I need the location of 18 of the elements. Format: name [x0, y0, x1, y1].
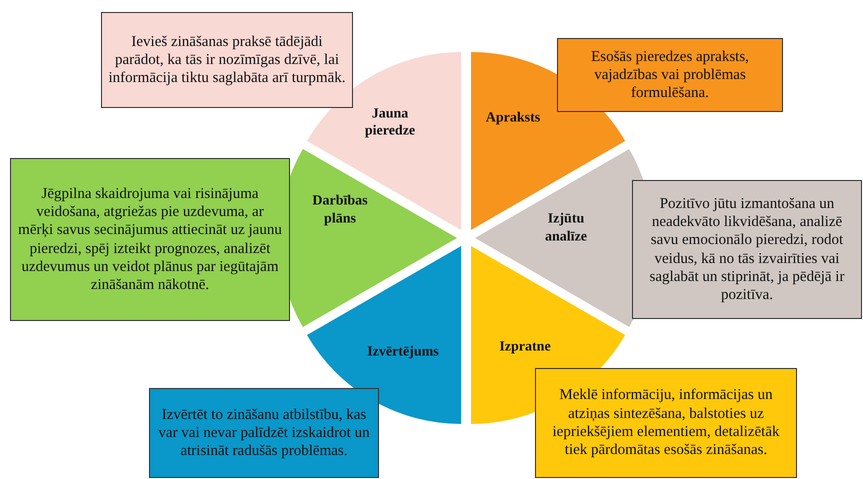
segment-label: Izjūtu analīze: [544, 210, 588, 246]
description-box: [101, 12, 353, 108]
description-text: Esošās pieredzes apraksts, vajadzības vai problēmas formulēšana.: [590, 48, 750, 102]
description-text: Meklē informāciju, informācijas un atziņas sintezēšana, balstoties uz iepriekšējiem elementiem, detalizētāk tiek pārdomātas esošās zināšanas.: [552, 386, 780, 460]
segment-label: Izpratne: [498, 338, 552, 356]
segment-label: Izvērtējums: [366, 343, 440, 361]
description-box: [557, 38, 783, 112]
segment-label: Jauna pieredze: [364, 105, 416, 140]
description-text: Jēgpilna skaidrojuma vai risinājuma veidošana, atgriežas pie uzdevuma, ar mērķi savus secinājumus attiecināt uz jaunu pieredzi, spēj izteikt prognozes, analizēt uzdevumus un veidot plānus par iegūtajām zināšanām nākotnē.: [17, 184, 283, 294]
description-text: Ievieš zināšanas praksē tādējādi parādot, ka tās ir nozīmīgas dzīvē, lai informācija tiktu saglabāta arī turpmāk.: [108, 32, 346, 88]
description-text: Izvērtēt to zināšanu atbilstību, kas var vai nevar palīdzēt izskaidrot un atrisināt radušās problēmas.: [157, 406, 371, 460]
segment-label: Darbības plāns: [311, 192, 369, 228]
description-box: [535, 368, 797, 478]
segment-label: Apraksts: [484, 109, 542, 127]
description-box: [632, 180, 862, 319]
description-box: [10, 158, 290, 321]
description-text: Pozitīvo jūtu izmantošana un neadekvāto likvidēšana, analizē savu emocionālo pieredzi, rodot veidus, kā no tās izvairīties vai saglabāt un stiprināt, ja pēdējā ir pozitīva.: [648, 194, 846, 304]
description-box: [149, 388, 379, 478]
